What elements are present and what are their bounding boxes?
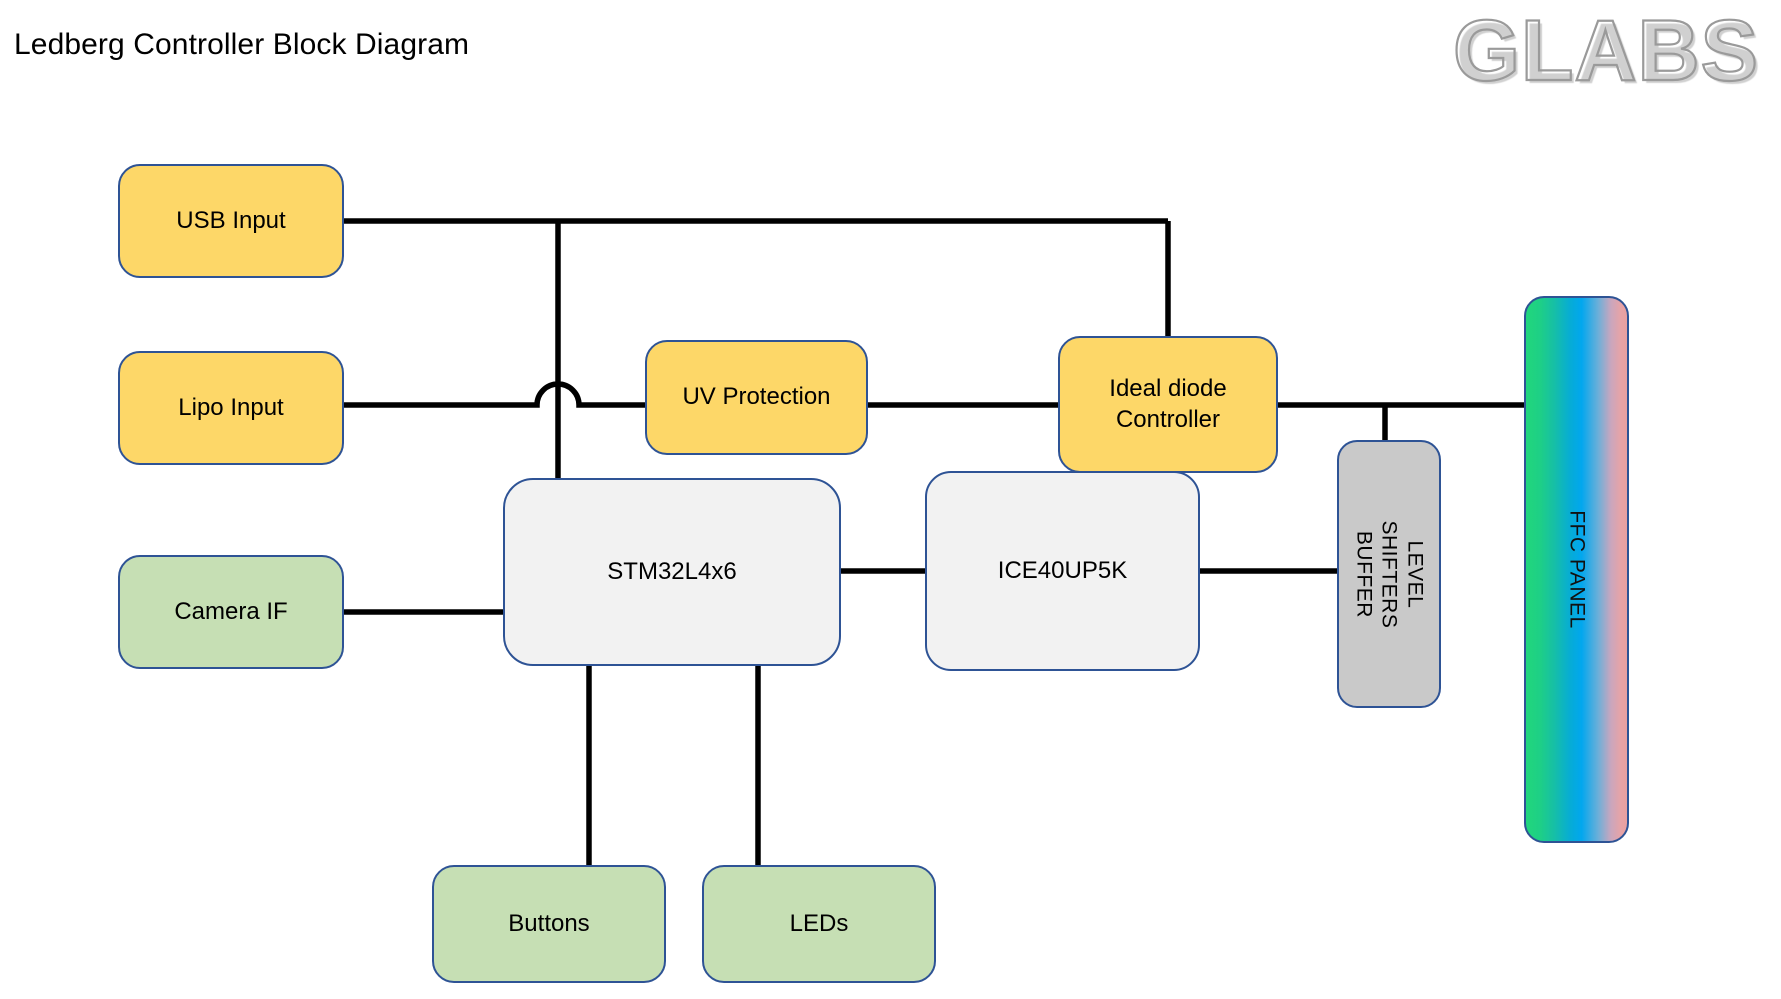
glabs-logo: GLABS xyxy=(1452,3,1759,99)
block-ffc-panel[interactable]: FFC PANEL xyxy=(1524,296,1629,843)
block-label: Lipo Input xyxy=(178,393,284,421)
block-label: Buttons xyxy=(508,909,590,937)
block-level-shifters-buffer[interactable]: LEVEL SHIFTERS BUFFER xyxy=(1337,440,1441,708)
block-label: Ideal diode Controller xyxy=(1109,374,1227,433)
block-camera-if[interactable]: Camera IF xyxy=(118,555,344,669)
block-label: USB Input xyxy=(176,206,286,234)
wire-lipo-to-uv-protection xyxy=(344,381,645,408)
block-label: ICE40UP5K xyxy=(997,556,1128,584)
block-lipo-input[interactable]: Lipo Input xyxy=(118,351,344,465)
block-label: UV Protection xyxy=(682,383,831,411)
block-ice40[interactable]: ICE40UP5K xyxy=(925,471,1200,671)
block-usb-input[interactable]: USB Input xyxy=(118,164,344,278)
block-label: Camera IF xyxy=(174,597,288,625)
block-ideal-diode-controller[interactable]: Ideal diode Controller xyxy=(1058,336,1278,473)
block-stm32[interactable]: STM32L4x6 xyxy=(503,478,841,666)
block-uv-protection[interactable]: UV Protection xyxy=(645,340,868,455)
block-buttons[interactable]: Buttons xyxy=(432,865,666,983)
block-label: STM32L4x6 xyxy=(607,557,737,585)
page-title: Ledberg Controller Block Diagram xyxy=(14,28,470,61)
block-label: LEVEL SHIFTERS BUFFER xyxy=(1352,520,1427,628)
block-leds[interactable]: LEDs xyxy=(702,865,936,983)
block-label: LEDs xyxy=(789,909,849,937)
block-label: FFC PANEL xyxy=(1565,510,1589,629)
